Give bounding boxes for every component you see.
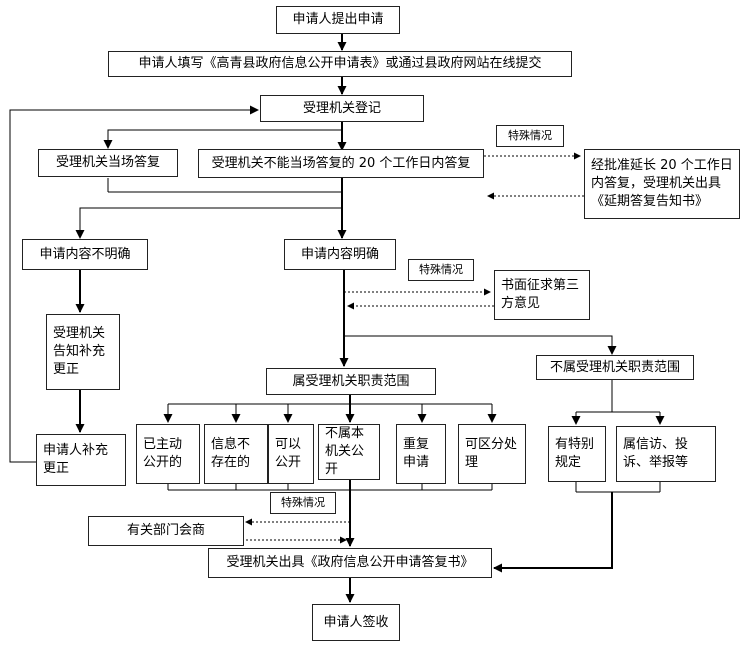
node-separable: 可区分处理 bbox=[458, 424, 526, 484]
node-third-party: 书面征求第三方意见 bbox=[494, 270, 590, 320]
node-register: 受理机关登记 bbox=[260, 95, 424, 122]
node-sign-receipt: 申请人签收 bbox=[312, 604, 400, 641]
node-applicant-supplement: 申请人补充更正 bbox=[36, 434, 126, 486]
label-special-3: 特殊情况 bbox=[270, 492, 336, 514]
node-special-rules: 有特别规定 bbox=[548, 426, 606, 482]
node-disclosed: 已主动公开的 bbox=[136, 424, 200, 484]
node-fill-form: 申请人填写《高青县政府信息公开申请表》或通过县政府网站在线提交 bbox=[108, 51, 572, 77]
label-special-2: 特殊情况 bbox=[408, 259, 474, 281]
node-out-of-scope: 不属受理机关职责范围 bbox=[536, 355, 694, 380]
label-special-1: 特殊情况 bbox=[496, 125, 564, 147]
node-content-unclear: 申请内容不明确 bbox=[22, 239, 148, 270]
node-duplicate: 重复申请 bbox=[396, 424, 446, 484]
node-extension: 经批准延长 20 个工作日内答复，受理机关出具《延期答复告知书》 bbox=[584, 149, 740, 219]
node-reply-onsite: 受理机关当场答复 bbox=[38, 149, 178, 177]
node-petition: 属信访、投诉、举报等 bbox=[616, 426, 716, 482]
node-content-clear: 申请内容明确 bbox=[284, 239, 396, 270]
node-consult-depts: 有关部门会商 bbox=[88, 516, 244, 546]
node-in-scope: 属受理机关职责范围 bbox=[266, 368, 436, 395]
node-issue-reply: 受理机关出具《政府信息公开申请答复书》 bbox=[208, 548, 492, 578]
node-reply-20days: 受理机关不能当场答复的 20 个工作日内答复 bbox=[198, 149, 484, 178]
node-apply: 申请人提出申请 bbox=[276, 6, 400, 34]
node-not-disclosable: 不属本机关公开 bbox=[318, 424, 380, 480]
node-not-exist: 信息不存在的 bbox=[204, 424, 268, 484]
node-notify-supplement: 受理机关告知补充更正 bbox=[46, 314, 120, 390]
node-can-disclose: 可以公开 bbox=[268, 424, 314, 484]
